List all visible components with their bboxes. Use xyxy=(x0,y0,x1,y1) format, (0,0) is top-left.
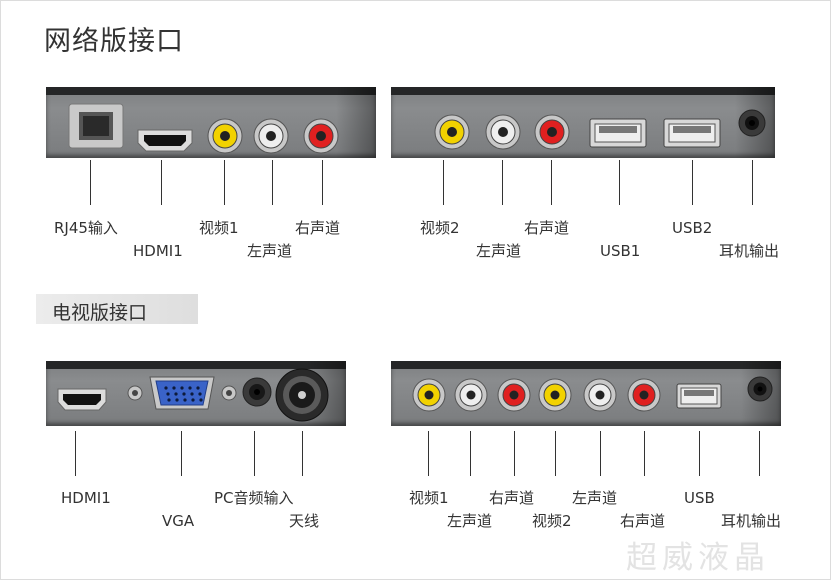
usb-port-icon xyxy=(676,383,722,409)
tv-right-panel xyxy=(391,361,781,426)
label-earphone-output: 耳机输出 xyxy=(721,512,782,530)
label-antenna: 天线 xyxy=(289,512,320,530)
label-right-channel: 右声道 xyxy=(524,219,570,237)
label-right-channel: 右声道 xyxy=(295,219,341,237)
leader-line xyxy=(752,160,753,205)
network-right-panel xyxy=(391,87,775,158)
label-video1: 视频1 xyxy=(409,489,449,507)
video1-jack-icon xyxy=(412,378,446,412)
video2-jack-icon xyxy=(434,114,470,150)
label-hdmi1: HDMI1 xyxy=(133,242,183,260)
left-audio-jack-icon xyxy=(253,118,289,154)
label-usb2: USB2 xyxy=(672,219,713,237)
antenna-port-icon xyxy=(275,368,329,422)
rj45-port-icon xyxy=(68,103,124,149)
leader-line xyxy=(75,431,76,476)
leader-line xyxy=(502,160,503,205)
earphone-jack-icon xyxy=(747,376,773,402)
leader-line xyxy=(644,431,645,476)
leader-line xyxy=(600,431,601,476)
leader-line xyxy=(514,431,515,476)
leader-line xyxy=(759,431,760,476)
hdmi1-port-icon xyxy=(137,129,193,152)
leader-line xyxy=(470,431,471,476)
label-earphone-output: 耳机输出 xyxy=(719,242,780,260)
leader-line xyxy=(443,160,444,205)
network-version-title: 网络版接口 xyxy=(44,26,184,57)
label-vga: VGA xyxy=(162,512,195,530)
label-right-channel: 右声道 xyxy=(489,489,535,507)
leader-line xyxy=(699,431,700,476)
left-audio-jack-icon xyxy=(485,114,521,150)
leader-line xyxy=(224,160,225,205)
label-video2: 视频2 xyxy=(420,219,460,237)
leader-line xyxy=(619,160,620,205)
label-hdmi1: HDMI1 xyxy=(61,489,111,507)
leader-line xyxy=(322,160,323,205)
leader-line xyxy=(254,431,255,476)
leader-line xyxy=(90,160,91,205)
video2-jack-icon xyxy=(538,378,572,412)
right-audio-jack-icon xyxy=(497,378,531,412)
right-audio-jack-icon xyxy=(303,118,339,154)
left-audio-jack-icon xyxy=(583,378,617,412)
tv-version-title: 电视版接口 xyxy=(52,302,148,324)
label-pc-audio-input: PC音频输入 xyxy=(214,489,294,507)
label-left-channel: 左声道 xyxy=(476,242,522,260)
label-usb: USB xyxy=(684,489,715,507)
vga-port-icon xyxy=(127,376,237,410)
label-usb1: USB1 xyxy=(600,242,641,260)
label-right-channel: 右声道 xyxy=(620,512,666,530)
leader-line xyxy=(181,431,182,476)
right-audio-jack-icon xyxy=(534,114,570,150)
leader-line xyxy=(428,431,429,476)
leader-line xyxy=(555,431,556,476)
label-video2: 视频2 xyxy=(532,512,572,530)
leader-line xyxy=(302,431,303,476)
usb1-port-icon xyxy=(589,118,647,148)
video1-jack-icon xyxy=(207,118,243,154)
hdmi1-port-icon xyxy=(57,388,107,411)
tv-left-panel xyxy=(46,361,346,426)
leader-line xyxy=(551,160,552,205)
label-rj45-input: RJ45输入 xyxy=(54,219,118,237)
left-audio-jack-icon xyxy=(454,378,488,412)
tv-version-title-box: 电视版接口 xyxy=(36,294,198,324)
leader-line xyxy=(161,160,162,205)
leader-line xyxy=(692,160,693,205)
leader-line xyxy=(272,160,273,205)
label-left-channel: 左声道 xyxy=(447,512,493,530)
network-left-panel xyxy=(46,87,376,158)
label-left-channel: 左声道 xyxy=(572,489,618,507)
label-left-channel: 左声道 xyxy=(247,242,293,260)
earphone-jack-icon xyxy=(738,109,766,137)
usb2-port-icon xyxy=(663,118,721,148)
right-audio-jack-icon xyxy=(627,378,661,412)
label-video1: 视频1 xyxy=(199,219,239,237)
pc-audio-input-jack-icon xyxy=(242,377,272,407)
watermark: 超威液晶 xyxy=(626,540,770,576)
